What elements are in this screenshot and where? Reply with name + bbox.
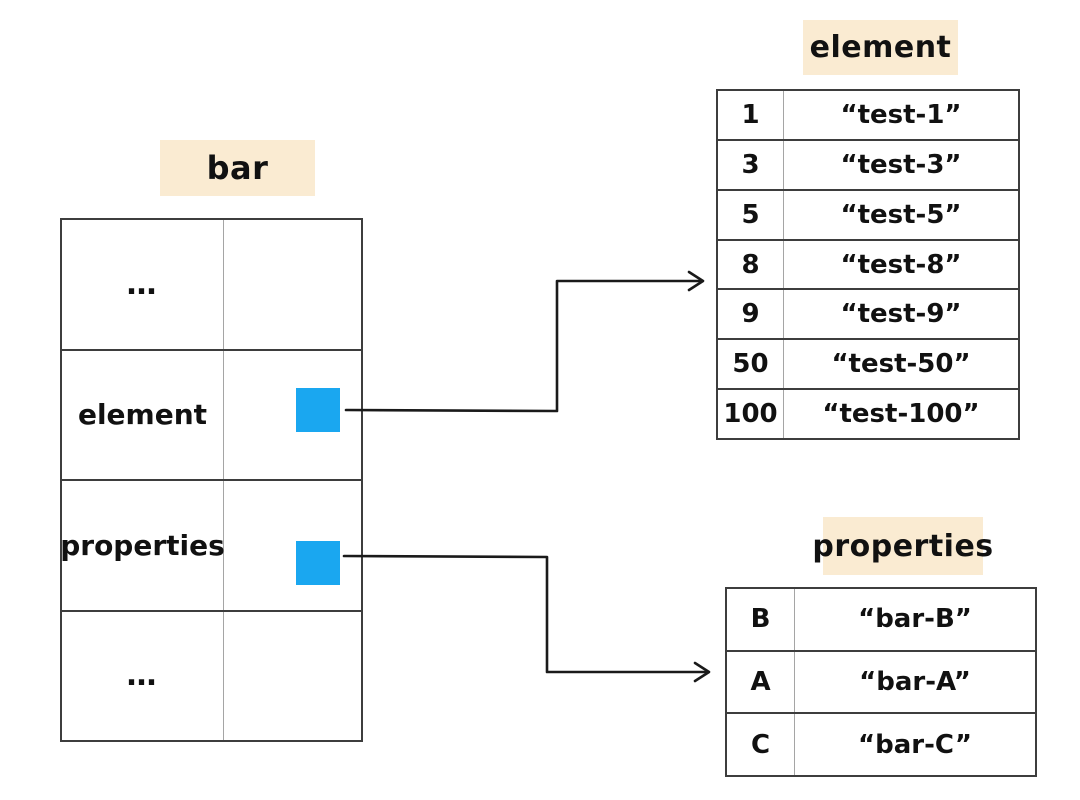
table-row: 50 “test-50” — [718, 338, 1018, 389]
row-label: element — [62, 350, 224, 479]
pointer-cell — [224, 220, 361, 349]
properties-table-title: properties — [812, 517, 993, 575]
value-cell: “test-100” — [822, 399, 980, 430]
key-cell: 5 — [718, 190, 784, 239]
key-cell: 100 — [718, 390, 784, 439]
pointer-square-element — [296, 388, 340, 432]
key-cell: 9 — [718, 290, 784, 339]
table-row: A “bar-A” — [727, 649, 1035, 713]
row-label: properties — [60, 481, 225, 610]
element-table: 1 “test-1” 3 “test-3” 5 “test-5” 8 “test… — [716, 89, 1020, 440]
table-row: properties — [60, 479, 361, 610]
table-row: 5 “test-5” — [718, 188, 1018, 239]
key-cell: 3 — [718, 140, 784, 189]
key-cell: C — [727, 714, 795, 776]
table-row: 100 “test-100” — [718, 388, 1018, 439]
bar-table: … element properties … — [60, 218, 363, 742]
table-row: 9 “test-9” — [718, 288, 1018, 339]
value-cell: “test-3” — [840, 149, 962, 180]
key-cell: A — [727, 651, 795, 713]
value-cell: “bar-C” — [858, 729, 972, 760]
value-cell: “test-8” — [840, 249, 962, 280]
pointer-cell — [224, 481, 361, 610]
key-cell: 8 — [718, 240, 784, 289]
table-row: … — [62, 220, 361, 349]
value-cell: “test-50” — [831, 349, 971, 380]
pointer-square-properties — [296, 541, 340, 585]
pointer-cell — [224, 351, 361, 480]
table-row: 1 “test-1” — [718, 91, 1018, 139]
element-table-title: element — [803, 20, 958, 75]
value-cell: “test-5” — [840, 199, 962, 230]
pointer-cell — [224, 612, 361, 741]
value-cell: “bar-B” — [858, 604, 972, 635]
table-row: C “bar-C” — [727, 712, 1035, 776]
table-row: 3 “test-3” — [718, 138, 1018, 189]
arrow-properties-icon — [342, 554, 711, 683]
table-row: … — [62, 609, 361, 741]
table-row: B “bar-B” — [727, 589, 1035, 650]
properties-table: B “bar-B” A “bar-A” C “bar-C” — [725, 587, 1037, 777]
key-cell: B — [727, 589, 795, 650]
row-label: … — [62, 611, 224, 740]
value-cell: “test-1” — [840, 99, 962, 130]
value-cell: “test-9” — [840, 299, 962, 330]
value-cell: “bar-A” — [859, 667, 971, 697]
bar-table-title: bar — [160, 140, 315, 196]
key-cell: 50 — [718, 340, 784, 389]
table-row: element — [62, 348, 361, 480]
arrow-element-icon — [344, 270, 705, 413]
row-label: … — [62, 220, 224, 349]
key-cell: 1 — [718, 91, 784, 139]
table-row: 8 “test-8” — [718, 238, 1018, 289]
